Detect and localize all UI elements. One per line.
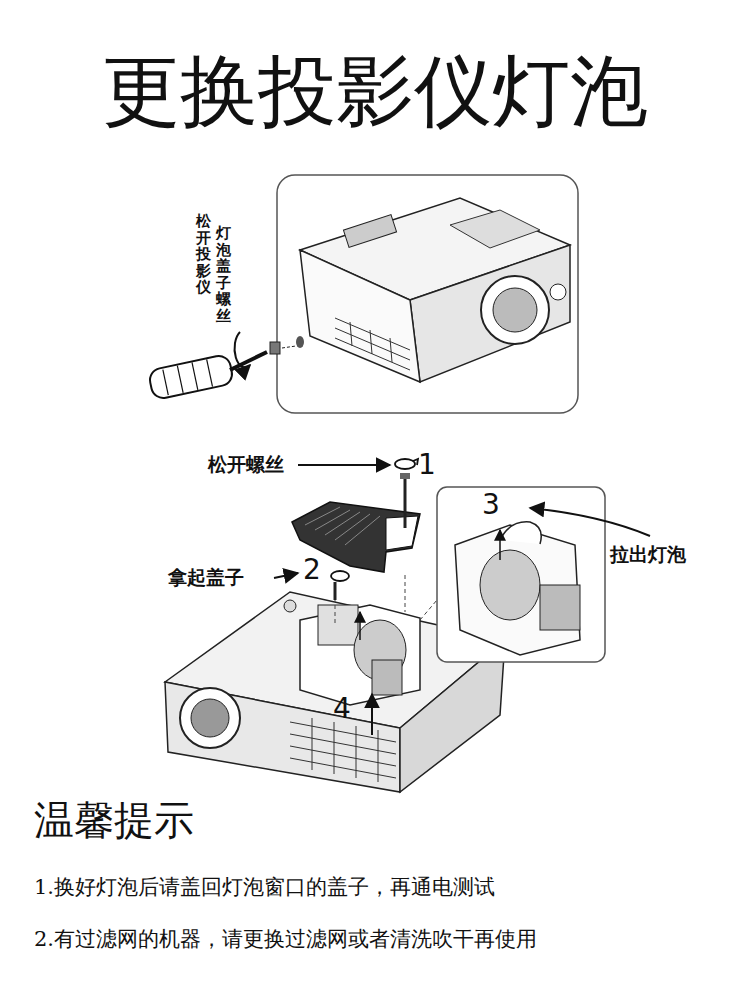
callout-number: 4 [333, 692, 351, 725]
callout-number: 3 [482, 488, 500, 521]
tip-text: 1.换好灯泡后请盖回灯泡窗口的盖子，再通电测试 [34, 873, 495, 901]
tip-text: 2.有过滤网的机器，请更换过滤网或者清洗吹干再使用 [34, 925, 537, 953]
step-label: 松开螺丝 [208, 452, 284, 478]
step-label: 拉出灯泡 [610, 542, 686, 568]
callout-number: 2 [303, 553, 321, 586]
step-label: 拿起盖子 [168, 565, 244, 591]
page-title: 更换投影仪灯泡 [102, 40, 648, 145]
vertical-note: 松开投影仪 [196, 213, 211, 296]
vertical-note: 灯泡盖子螺丝 [216, 225, 231, 324]
section-heading: 温馨提示 [34, 793, 194, 848]
callout-number: 1 [418, 448, 436, 481]
